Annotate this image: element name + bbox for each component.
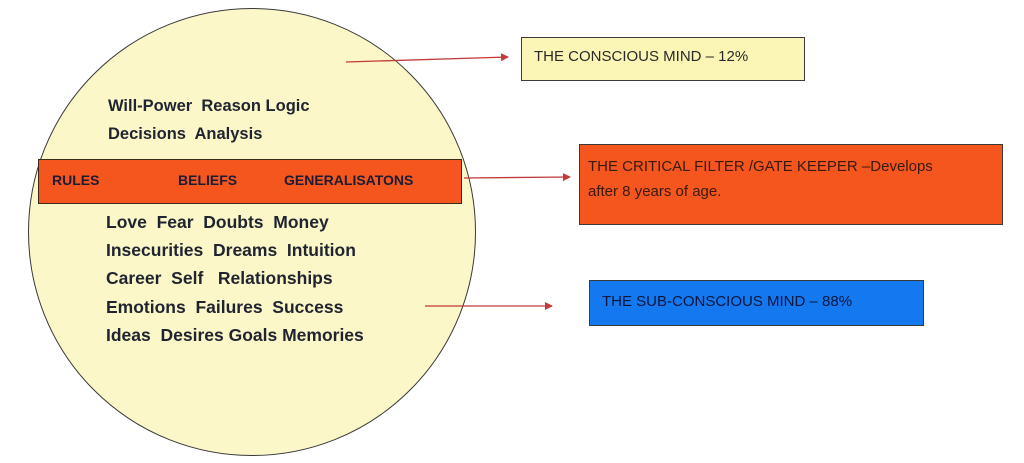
critical-filter-text-line2: after 8 years of age. — [588, 183, 722, 200]
subconscious-words-line: Love Fear Doubts Money — [106, 212, 329, 232]
critical-filter-band — [38, 159, 462, 204]
band-label-generalisations: GENERALISATONS — [284, 172, 414, 188]
subconscious-words-line: Emotions Failures Success — [106, 297, 344, 317]
subconscious-words-line: Career Self Relationships — [106, 268, 333, 288]
mind-circle — [28, 8, 476, 456]
subconscious-words-line: Ideas Desires Goals Memories — [106, 325, 364, 345]
filter-arrow — [463, 173, 571, 182]
subconscious-words-line: Insecurities Dreams Intuition — [106, 240, 356, 260]
subconscious-mind-text: THE SUB-CONSCIOUS MIND – 88% — [602, 293, 853, 310]
subconscious-mind-label: THE SUB-CONSCIOUS MIND – 88% — [589, 280, 924, 326]
critical-filter-label: THE CRITICAL FILTER /GATE KEEPER –Develo… — [579, 144, 1003, 225]
conscious-arrow — [345, 53, 509, 63]
conscious-mind-label: THE CONSCIOUS MIND – 12% — [521, 37, 805, 81]
critical-filter-text-line1: THE CRITICAL FILTER /GATE KEEPER –Develo… — [588, 158, 933, 175]
conscious-words-line: Decisions Analysis — [108, 125, 263, 143]
band-label-beliefs: BELIEFS — [178, 172, 238, 188]
conscious-mind-text: THE CONSCIOUS MIND – 12% — [534, 48, 749, 65]
band-label-rules: RULES — [52, 172, 100, 188]
conscious-words-line: Will-Power Reason Logic — [108, 97, 310, 115]
